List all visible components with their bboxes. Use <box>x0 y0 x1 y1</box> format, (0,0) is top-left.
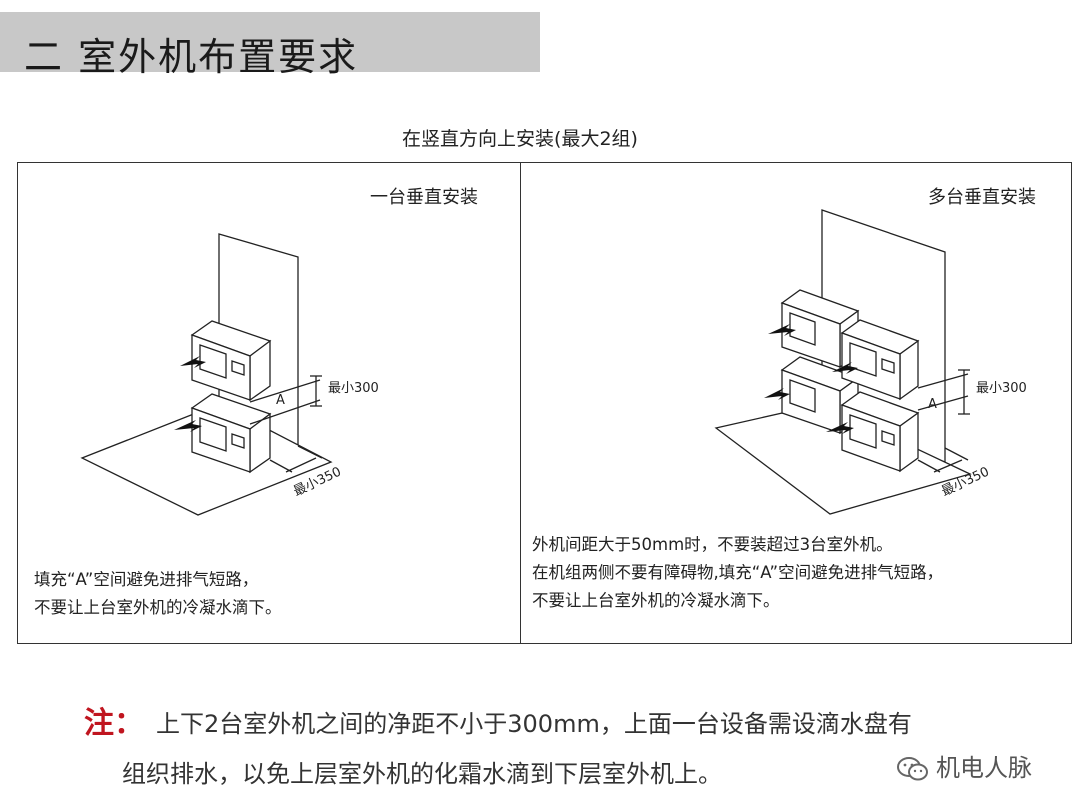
note-line-1: 上下2台室外机之间的净距不小于300mm，上面一台设备需设滴水盘有 <box>156 710 912 738</box>
multiple-vertical-install-diagram: A 最小300 最小350 <box>714 209 1027 515</box>
title-bar: 二 室外机布置要求 <box>0 12 540 79</box>
panel-divider <box>520 162 521 644</box>
wechat-icon <box>897 757 928 781</box>
right-desc-line: 不要让上台室外机的冷凝水滴下。 <box>532 591 780 610</box>
right-desc-line: 外机间距大于50mm时，不要装超过3台室外机。 <box>532 535 893 554</box>
left-marker-a: A <box>276 393 285 408</box>
watermark-text: 机电人脉 <box>936 754 1032 782</box>
diagram-subtitle: 在竖直方向上安装(最大2组) <box>402 128 638 150</box>
note-label: 注： <box>84 706 144 741</box>
right-marker-a: A <box>928 397 937 412</box>
right-panel-description: 外机间距大于50mm时，不要装超过3台室外机。 在机组两侧不要有障碍物,填充“A… <box>532 531 943 615</box>
diagram-frame <box>17 162 1072 644</box>
watermark: 机电人脉 <box>896 748 1032 783</box>
right-desc-line: 在机组两侧不要有障碍物,填充“A”空间避免进排气短路， <box>532 563 944 582</box>
note-line-2: 组织排水，以免上层室外机的化霜水滴到下层室外机上。 <box>122 760 722 788</box>
page-title: 二 室外机布置要求 <box>24 35 359 79</box>
left-panel-label: 一台垂直安装 <box>370 187 478 208</box>
right-dim-top: 最小300 <box>976 381 1027 396</box>
left-panel-description: 填充“A”空间避免进排气短路， 不要让上台室外机的冷凝水滴下。 <box>34 566 282 622</box>
left-dim-top: 最小300 <box>328 381 379 396</box>
left-desc-line: 不要让上台室外机的冷凝水滴下。 <box>34 598 282 617</box>
left-desc-line: 填充“A”空间避免进排气短路， <box>34 570 259 589</box>
single-vertical-install-diagram: A 最小300 最小350 <box>80 233 379 516</box>
right-panel-label: 多台垂直安装 <box>928 187 1036 208</box>
